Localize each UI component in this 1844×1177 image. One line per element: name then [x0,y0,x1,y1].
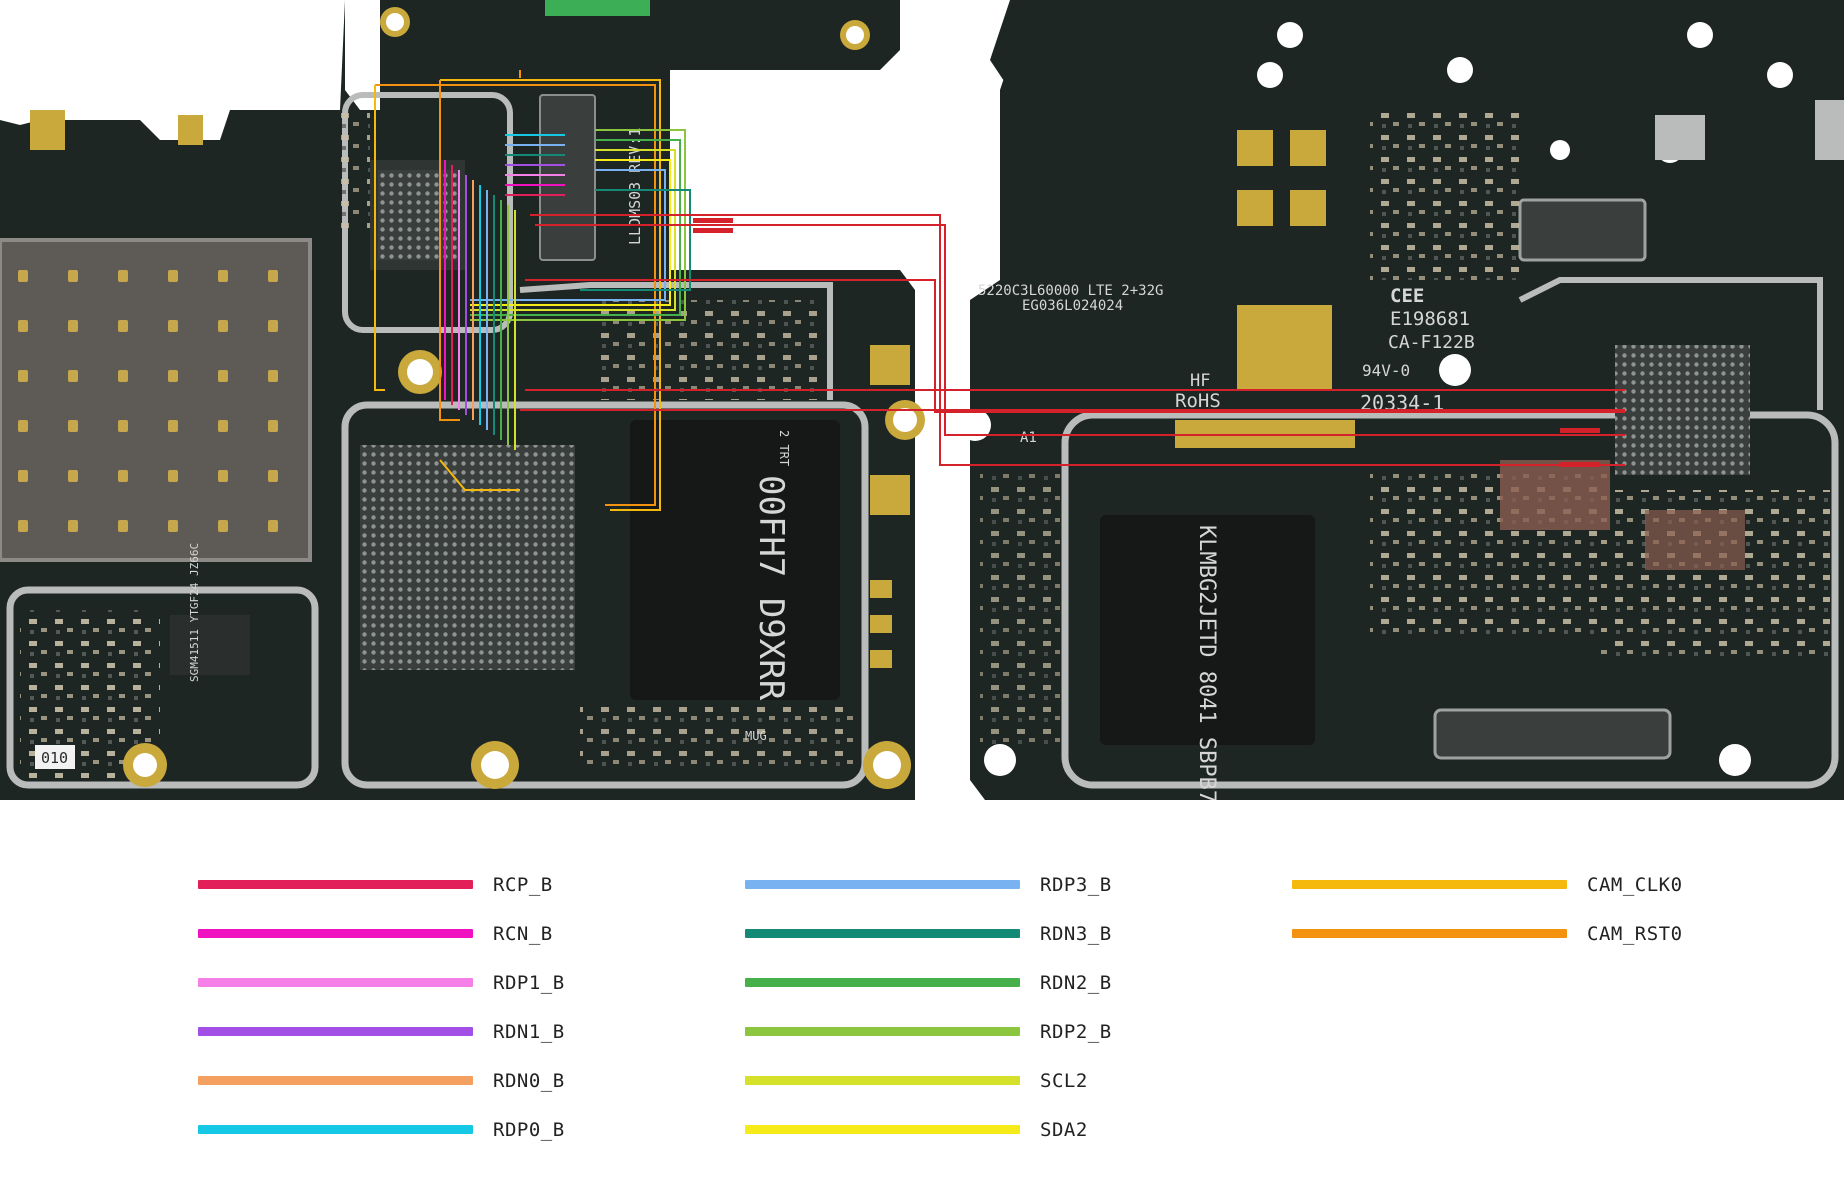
cee-label: CEE [1390,285,1424,307]
ul-label: 94V-0 [1362,361,1410,380]
legend-swatch [198,1027,473,1036]
mug-label: MUG [745,729,767,743]
legend-label: RDP3_B [1040,873,1112,896]
legend-label: CAM_RST0 [1587,922,1683,945]
signal-legend: RCP_B RCN_B RDP1_B RDN1_B RDN0_B RDP0_B … [0,860,1844,1160]
legend-item-rdp1-b: RDP1_B [198,958,565,1007]
pcb-diagram: 00FH7 D9XRR SGM41511 YTGF24 JZ66C LLDMS0… [0,0,1844,800]
legend-item-rdp2-b: RDP2_B [745,1007,1112,1056]
legend-label: RDN3_B [1040,922,1112,945]
legend-label: RDP1_B [493,971,565,994]
legend-label: RDP2_B [1040,1020,1112,1043]
legend-item-rdn0-b: RDN0_B [198,1056,565,1105]
legend-swatch [198,1076,473,1085]
shield-frame [341,401,869,789]
pcb-view: 00FH7 D9XRR SGM41511 YTGF24 JZ66C LLDMS0… [0,0,1844,800]
legend-swatch [1292,880,1567,889]
legend-item-rdp0-b: RDP0_B [198,1105,565,1154]
legend-column-1: RCP_B RCN_B RDP1_B RDN1_B RDN0_B RDP0_B [198,860,565,1154]
tag-010: 010 [41,749,68,767]
legend-swatch [198,880,473,889]
legend-swatch [198,929,473,938]
connector-rev-label: LLDMS03 REV:1 [626,128,644,245]
right-connector-bottom [1433,708,1672,760]
legend-swatch [745,1027,1020,1036]
legend-item-rdn2-b: RDN2_B [745,958,1112,1007]
right-chip-label: KLMBG2JETD 8041 SBPB71GBS [1194,525,1219,800]
serial-label: EG036L024024 [1022,298,1123,314]
memory-chip [630,420,840,700]
legend-label: SCL2 [1040,1069,1088,1092]
legend-column-3: CAM_CLK0 CAM_RST0 [1292,860,1683,958]
legend-item-cam-rst0: CAM_RST0 [1292,909,1683,958]
legend-item-rdp3-b: RDP3_B [745,860,1112,909]
signal-traces [374,70,1625,511]
left-chip-label: 00FH7 D9XRR [751,475,791,701]
legend-swatch [745,880,1020,889]
legend-item-rcn-b: RCN_B [198,909,565,958]
camera-connector [539,94,596,261]
model-label: 5220C3L60000 LTE 2+32G [978,283,1163,299]
soc-bga [360,445,575,670]
legend-item-rdn1-b: RDN1_B [198,1007,565,1056]
shield-frame-right [1061,411,1839,789]
legend-swatch [745,1076,1020,1085]
caf122b-label: CA-F122B [1388,332,1475,353]
legend-item-cam-clk0: CAM_CLK0 [1292,860,1683,909]
legend-label: RCN_B [493,922,553,945]
sim-card-slot [0,240,310,560]
legend-swatch [745,929,1020,938]
legend-label: SDA2 [1040,1118,1088,1141]
legend-swatch [745,978,1020,987]
legend-item-scl2: SCL2 [745,1056,1112,1105]
a1-label: A1 [1020,430,1037,446]
emmc-chip [1100,515,1315,745]
small-chip-label: SGM41511 YTGF24 JZ66C [188,543,201,682]
legend-swatch [1292,929,1567,938]
left-board: 00FH7 D9XRR SGM41511 YTGF24 JZ66C LLDMS0… [0,0,925,800]
legend-label: RDN0_B [493,1069,565,1092]
trt-label: 2 TRT [777,430,791,466]
legend-label: CAM_CLK0 [1587,873,1683,896]
right-connector-top [1518,198,1647,262]
rohs-label: RoHS [1175,390,1221,412]
legend-swatch [198,1125,473,1134]
legend-label: RCP_B [493,873,553,896]
legend-column-2: RDP3_B RDN3_B RDN2_B RDP2_B SCL2 SDA2 [745,860,1112,1154]
legend-item-sda2: SDA2 [745,1105,1112,1154]
legend-item-rdn3-b: RDN3_B [745,909,1112,958]
hf-label: HF [1190,371,1210,391]
legend-swatch [745,1125,1020,1134]
legend-label: RDN2_B [1040,971,1112,994]
legend-label: RDN1_B [493,1020,565,1043]
legend-item-rcp-b: RCP_B [198,860,565,909]
legend-label: RDP0_B [493,1118,565,1141]
legend-swatch [198,978,473,987]
e198681-label: E198681 [1390,308,1470,330]
right-board: 5220C3L60000 LTE 2+32G EG036L024024 HF R… [959,0,1844,800]
